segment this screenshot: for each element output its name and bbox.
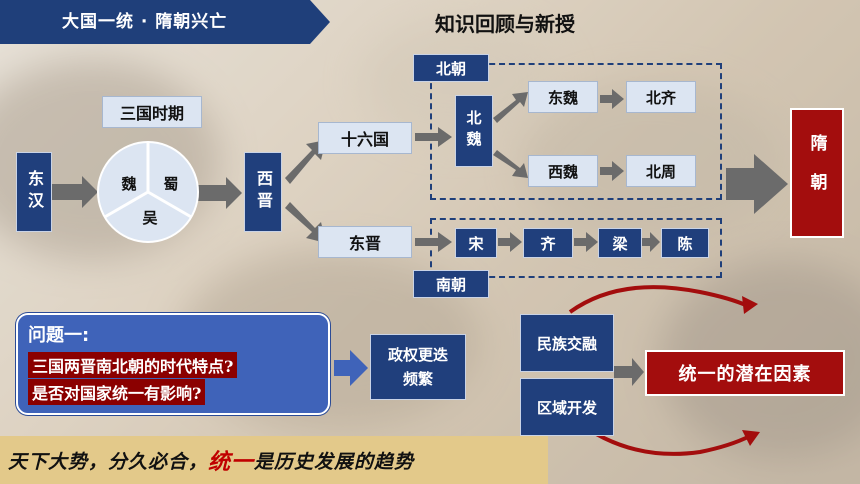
node-qi: 齐 (523, 228, 573, 258)
question-card: 问题一: 三国两晋南北朝的时代特点? 是否对国家统一有影响? (16, 313, 330, 415)
node-donghan: 东汉 (16, 152, 52, 232)
answer-regime-change: 政权更迭频繁 (370, 334, 466, 400)
unity-factor-box: 统一的潜在因素 (645, 350, 845, 396)
answer-ethnic-fusion: 民族交融 (520, 314, 614, 372)
node-beiqi: 北齐 (626, 81, 696, 113)
banner-part-2: 是历史发展的趋势 (254, 450, 415, 473)
question-line-2: 是否对国家统一有影响? (28, 379, 206, 405)
pie-label-shu: 蜀 (163, 174, 179, 193)
section-tab[interactable]: 大国一统 · 隋朝兴亡 (0, 0, 330, 44)
node-song: 宋 (455, 228, 497, 258)
node-xiwei: 西魏 (528, 155, 598, 187)
node-shiliuguo: 十六国 (318, 122, 412, 154)
node-beizhou: 北周 (626, 155, 696, 187)
banner-part-1: 天下大势，分久必合， (8, 450, 209, 473)
bottom-banner: 天下大势，分久必合， 统一 是历史发展的趋势 (0, 436, 548, 484)
label-sanguo: 三国时期 (102, 96, 202, 128)
node-suichao: 隋朝 (790, 108, 844, 238)
label-nanchao: 南朝 (413, 270, 489, 298)
node-dongjin: 东晋 (318, 226, 412, 258)
banner-emphasis: 统一 (208, 449, 255, 475)
node-liang: 梁 (598, 228, 642, 258)
node-dongwei: 东魏 (528, 81, 598, 113)
question-title: 问题一: (28, 325, 90, 346)
page-title: 知识回顾与新授 (435, 12, 575, 36)
node-chen: 陈 (661, 228, 709, 258)
label-beichao: 北朝 (413, 54, 489, 82)
node-beiwei: 北魏 (455, 95, 493, 167)
answer-regional-development: 区域开发 (520, 378, 614, 436)
question-line-1: 三国两晋南北朝的时代特点? (28, 352, 238, 378)
pie-label-wu: 吴 (142, 208, 158, 227)
pie-label-wei: 魏 (121, 174, 137, 193)
node-xijin: 西晋 (244, 152, 282, 232)
